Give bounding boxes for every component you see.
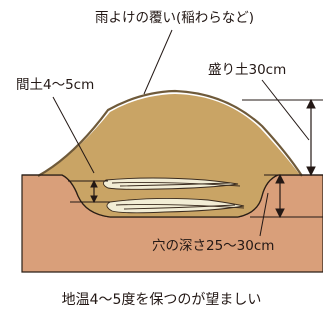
between-soil-dimension — [52, 96, 110, 204]
lower-roots — [106, 197, 245, 214]
cover-label: 雨よけの覆い(稲わらなど) — [95, 10, 255, 26]
mound-soil-label: 盛り土30cm — [208, 62, 287, 78]
hole-depth-label: 穴の深さ25～30cm — [152, 238, 275, 254]
temperature-note: 地温4～5度を保つのが望ましい — [61, 292, 262, 308]
between-soil-label: 間土4～5cm — [16, 77, 95, 93]
pit-outline — [22, 174, 323, 218]
upper-roots — [103, 177, 241, 190]
cover-leader — [143, 29, 173, 95]
hole-depth-dimension — [250, 173, 323, 237]
rain-cover — [37, 89, 303, 177]
mound-soil — [40, 94, 300, 175]
